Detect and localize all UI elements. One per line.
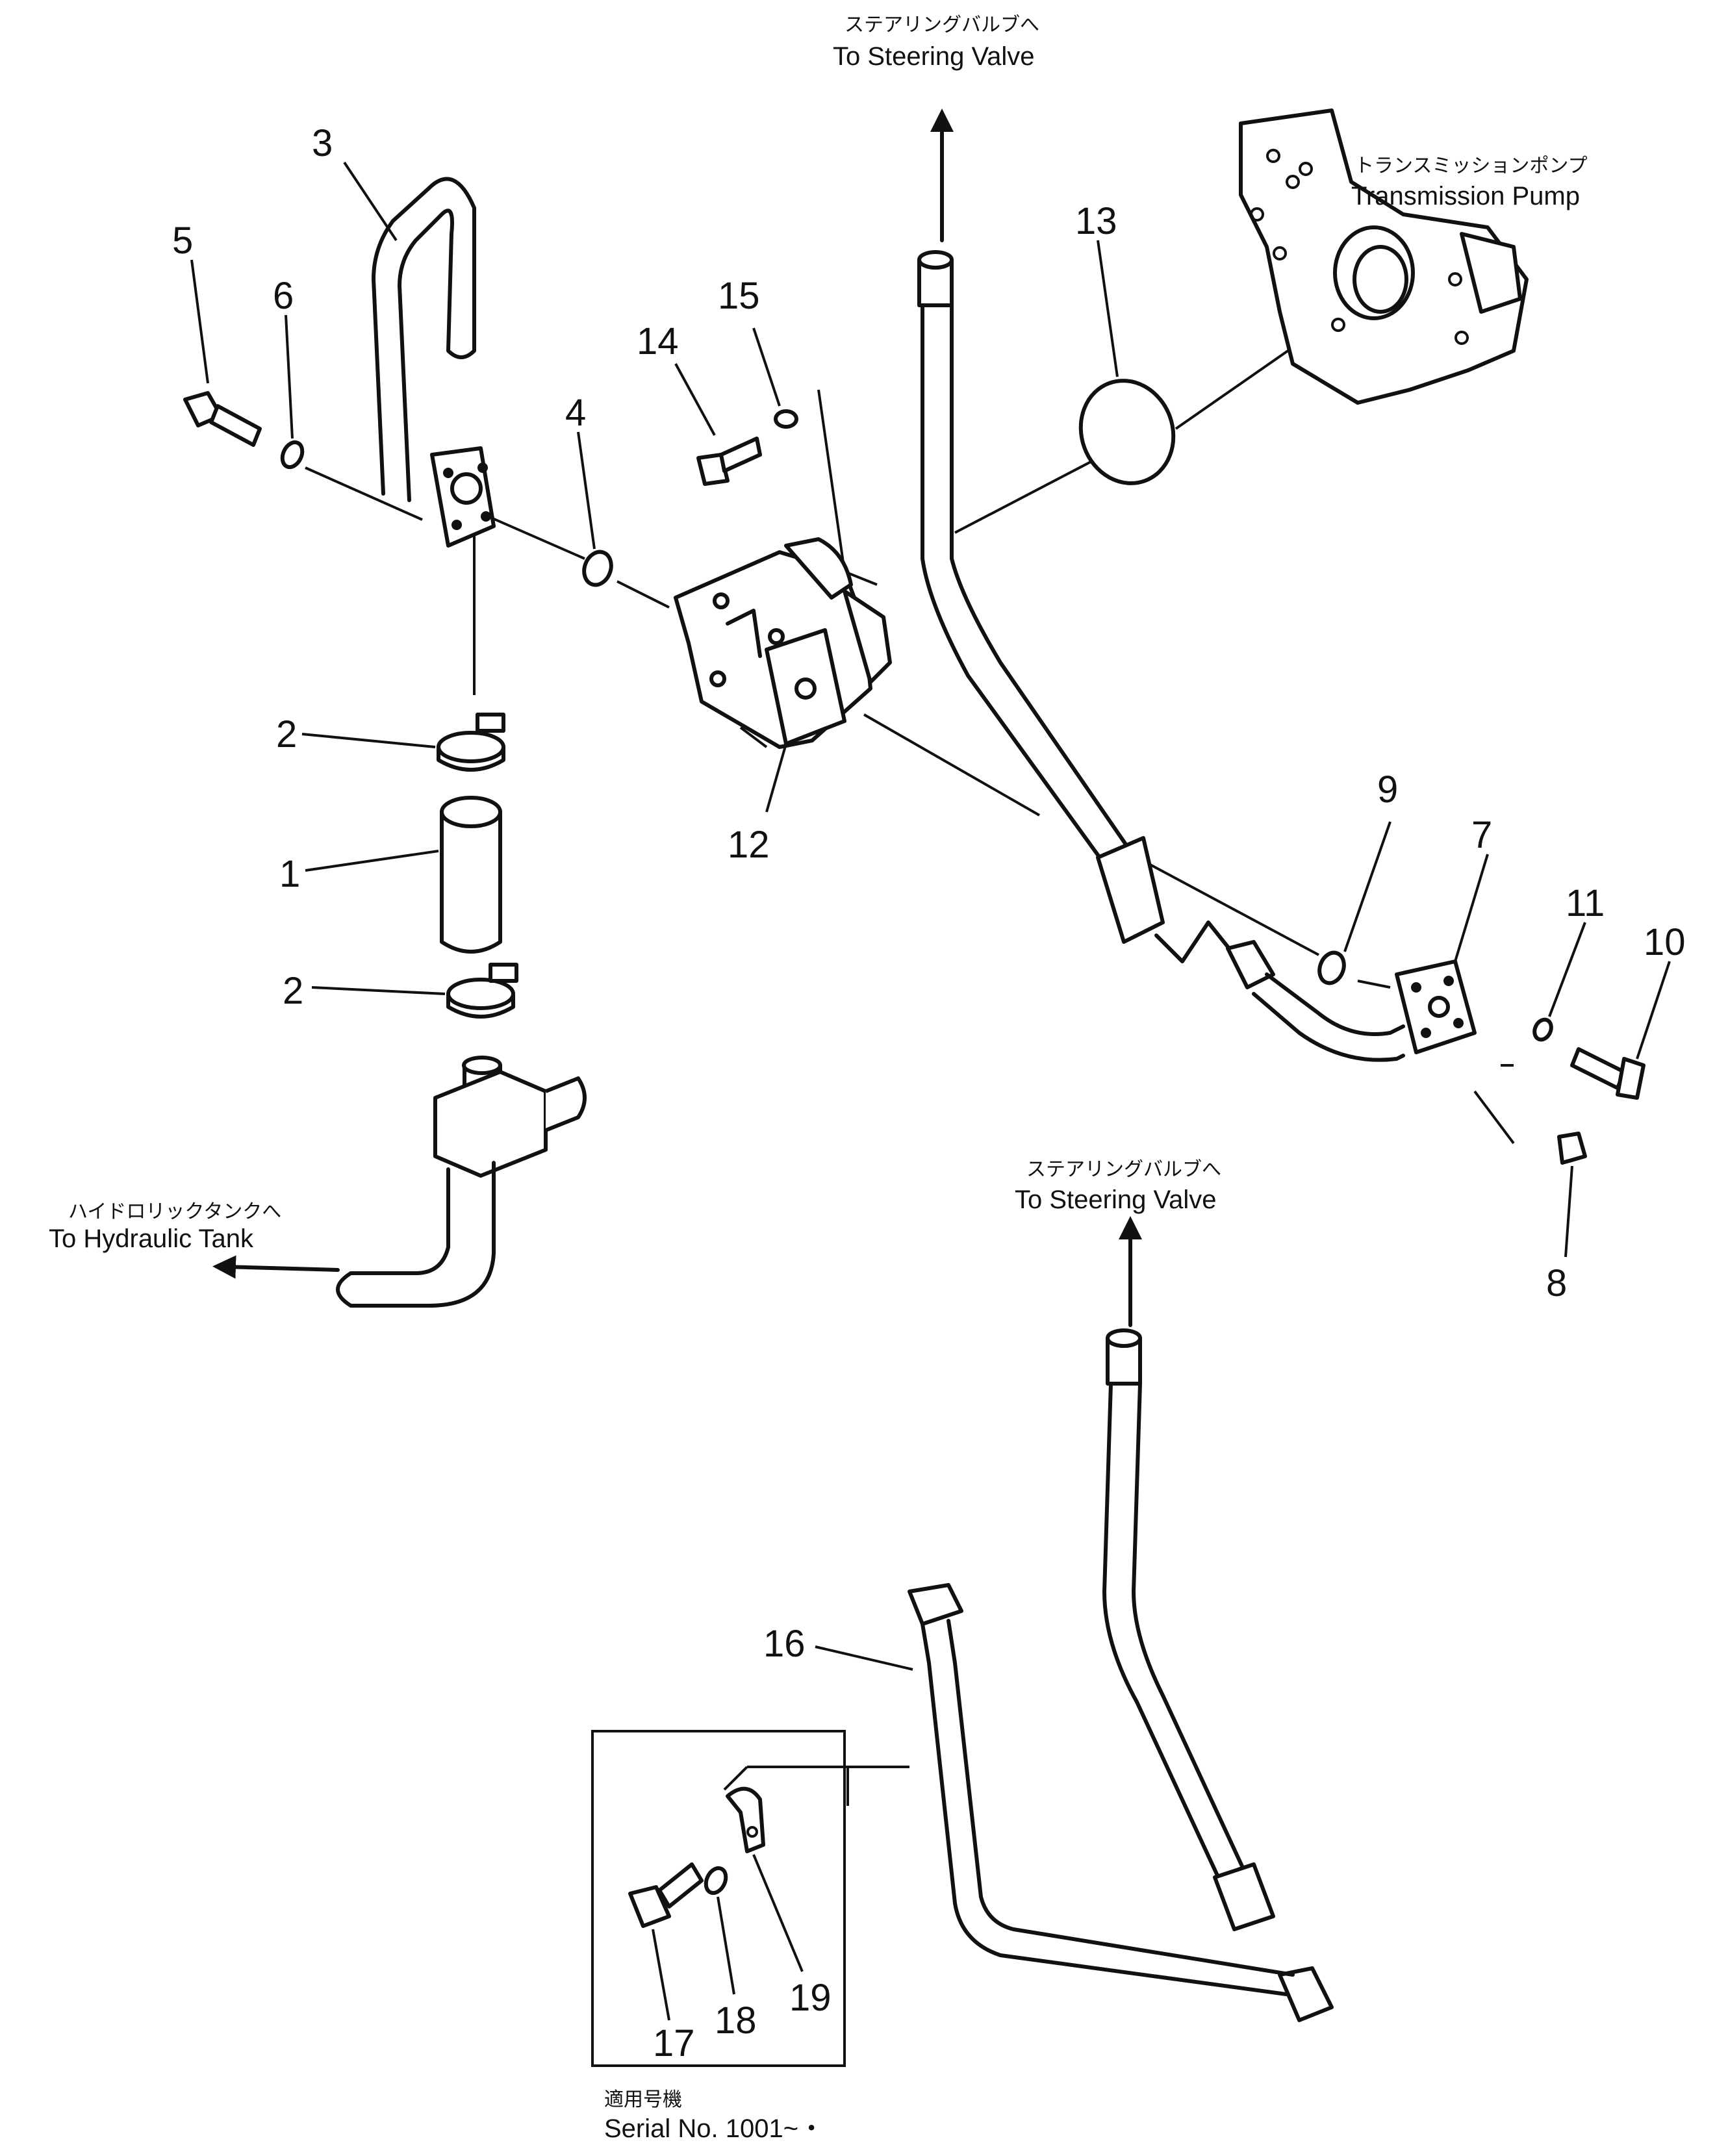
callout-5: 5 (172, 220, 193, 262)
hydraulic-jp: ハイドロリックタンクへ (68, 1200, 281, 1223)
part-14-bolt (696, 437, 762, 486)
callout-1: 1 (279, 853, 300, 895)
part-18-washer (704, 1866, 728, 1896)
callout-18: 18 (715, 1999, 757, 2042)
callout-17: 17 (653, 2022, 695, 2064)
steering-mid-jp: ステアリングバルブへ (1026, 1158, 1221, 1181)
callout-9: 9 (1377, 768, 1398, 811)
callout-19: 19 (789, 1977, 832, 2019)
steering-hose-top (917, 250, 1236, 963)
callout-2-upper: 2 (276, 713, 297, 755)
callout-numbers: 3 5 6 4 14 15 13 2 1 2 12 9 7 11 10 8 16… (172, 122, 1686, 2064)
callout-3: 3 (312, 122, 333, 164)
part-17-bolt (628, 1862, 704, 1928)
callout-16: 16 (763, 1623, 806, 1665)
part-1-hose (440, 796, 502, 954)
callout-14: 14 (637, 320, 679, 362)
part-3-flange (430, 446, 496, 548)
part-7-pipe (1226, 940, 1405, 1062)
steering-top-en: To Steering Valve (833, 42, 1035, 71)
part-11-washer (1532, 1017, 1553, 1042)
part-16-tube (908, 1583, 1295, 1996)
hydraulic-tank-pipe (336, 1056, 587, 1308)
callout-10: 10 (1644, 921, 1686, 963)
callout-7: 7 (1471, 814, 1492, 856)
part-19-clip (726, 1786, 765, 1853)
part-7-flange (1395, 959, 1477, 1054)
callout-2-lower: 2 (283, 970, 303, 1012)
part-9-oring (1317, 950, 1346, 985)
steering-mid-en: To Steering Valve (1015, 1186, 1217, 1214)
transmission-pump (1239, 108, 1529, 405)
hydraulic-en: To Hydraulic Tank (49, 1224, 254, 1253)
serial-inset-box (591, 1730, 846, 2067)
steering-top-jp: ステアリングバルブへ (845, 14, 1039, 36)
callout-leaders (190, 161, 1671, 2021)
part-6-washer (280, 440, 305, 470)
callout-15: 15 (718, 275, 760, 317)
callout-11: 11 (1566, 882, 1605, 924)
callout-12: 12 (728, 824, 770, 866)
serial-en: Serial No. 1001~・ (604, 2114, 824, 2143)
steering-hose-lower (1102, 1328, 1334, 2022)
serial-jp: 適用号機 (604, 2088, 682, 2111)
part-3-pipe (372, 177, 476, 502)
arrow-to-hydraulic-tank (212, 1255, 340, 1279)
part-4-oring (582, 550, 613, 587)
annotations: ステアリングバルブへ To Steering Valve トランスミッションポン… (49, 14, 1588, 2143)
callout-13: 13 (1075, 200, 1117, 242)
part-12-pump (674, 537, 892, 749)
part-2-clamp-lower (446, 963, 518, 1019)
part-13-oring (1078, 379, 1176, 485)
transmission-en: Transmission Pump (1351, 182, 1580, 210)
part-2-clamp-upper (437, 713, 505, 772)
part-8-plug (1557, 1132, 1587, 1165)
callout-4: 4 (565, 392, 586, 434)
part-15-washer (774, 409, 798, 429)
part-5-bolt (183, 391, 262, 447)
part-10-bolt (1570, 1047, 1645, 1100)
transmission-jp: トランスミッションポンプ (1354, 155, 1588, 177)
callout-8: 8 (1546, 1262, 1567, 1304)
callout-6: 6 (273, 275, 294, 317)
